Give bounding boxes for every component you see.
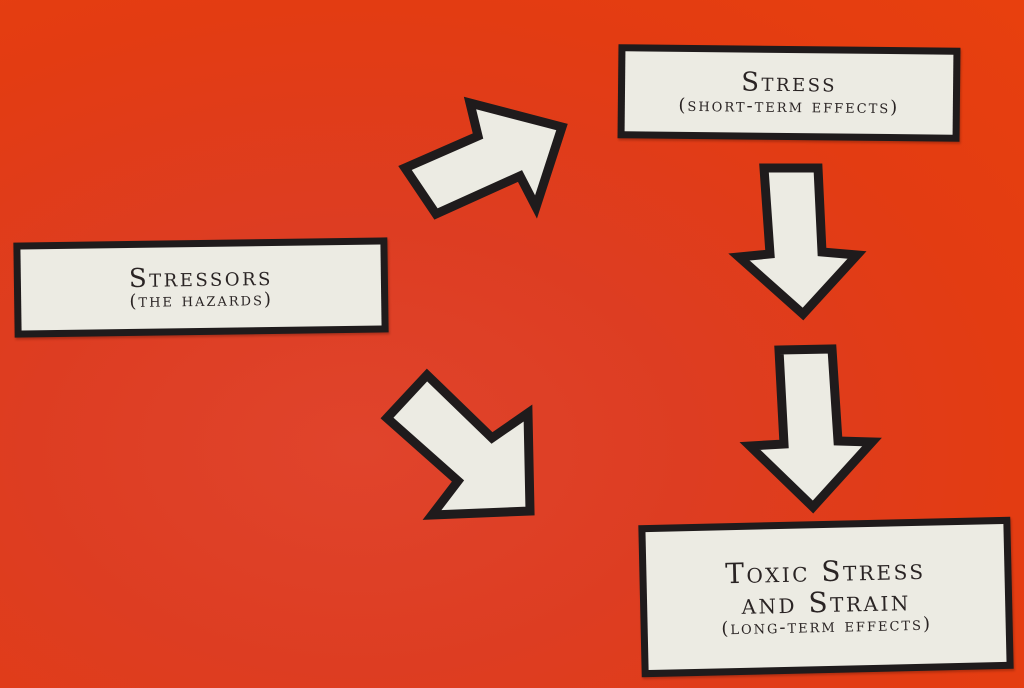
node-stress-title: Stress [741,67,838,99]
node-stress-subtitle: (short-term effects) [678,94,900,118]
node-stressors: Stressors (the hazards) [13,237,389,338]
node-stress: Stress (short-term effects) [617,44,961,142]
node-stressors-card: Stressors (the hazards) [20,244,382,331]
node-toxic-stress-card: Toxic Stress and Strain (long-term effec… [645,523,1007,671]
node-toxic-stress: Toxic Stress and Strain (long-term effec… [638,516,1014,678]
node-stressors-subtitle: (the hazards) [129,289,274,313]
node-toxic-subtitle: (long-term effects) [721,613,933,640]
node-stress-card: Stress (short-term effects) [624,51,954,135]
